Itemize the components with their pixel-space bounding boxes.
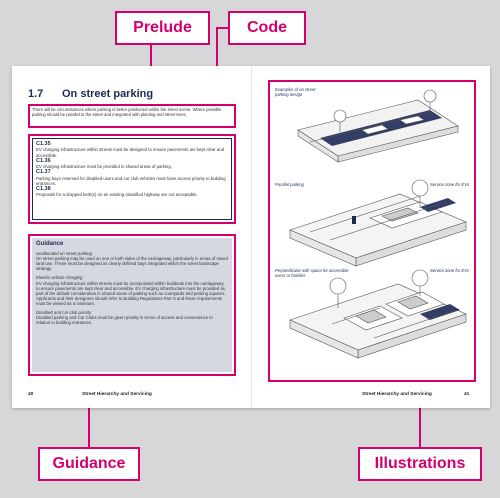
caption-service-zone-2: Service zone for EVs — [430, 268, 470, 273]
section-title: On street parking — [62, 88, 154, 100]
code-box: C1.35 EV charging infrastructure within … — [28, 134, 236, 224]
guidance-title: Guidance — [36, 241, 64, 247]
code-callout-label: Code — [247, 19, 287, 36]
code-text: Proposals for a dropped kerb(s) on an ex… — [36, 192, 198, 198]
caption-service-zone-1: Service zone for EVs — [430, 182, 470, 187]
prelude-callout-label: Prelude — [133, 19, 192, 36]
code-item: C1.38 Proposals for a dropped kerb(s) on… — [36, 186, 228, 198]
code-text: Parking bays reserved for disabled users… — [36, 175, 226, 186]
code-id: C1.35 — [36, 141, 51, 147]
right-page-number: 41 — [464, 392, 470, 397]
code-text: EV charging infrastructure within street… — [36, 147, 224, 158]
guidance-item-text: On street parking may be used on one or … — [36, 256, 228, 272]
code-id: C1.36 — [36, 157, 51, 164]
guidance-panel: Guidance Unallocated on street parking O… — [32, 238, 232, 372]
right-page: Examples of on street parking design Par… — [251, 66, 490, 408]
guidance-item-text: EV charging infrastructure within street… — [36, 280, 226, 306]
street-parking-illustrations — [289, 89, 467, 359]
guidance-callout: Guidance — [38, 447, 140, 481]
code-id: C1.38 — [36, 185, 51, 192]
guidance-item-text: Disabled parking and Car Clubs must be g… — [36, 315, 213, 326]
right-footer-title: Street Hierarchy and Servicing — [362, 392, 432, 397]
guidance-item-title: Electric vehicle charging — [36, 275, 83, 281]
document-spread: 1.7 On street parking There will be circu… — [12, 66, 490, 408]
prelude-text: There will be circumstances where parkin… — [32, 107, 222, 118]
guidance-item: Disabled and car club priority Disabled … — [36, 310, 228, 325]
guidance-item: Electric vehicle charging EV charging in… — [36, 275, 228, 306]
code-item: C1.35 EV charging infrastructure within … — [36, 141, 228, 158]
illustration-street — [297, 89, 459, 163]
guidance-item-title: Unallocated on street parking — [36, 251, 92, 257]
guidance-item: Unallocated on street parking On street … — [36, 251, 228, 271]
code-callout: Code — [228, 11, 306, 45]
illustrations-callout: Illustrations — [358, 447, 482, 481]
illustrations-callout-label: Illustrations — [374, 455, 466, 472]
code-id: C1.37 — [36, 169, 51, 176]
guidance-box: Guidance Unallocated on street parking O… — [28, 234, 236, 376]
illustration-parallel-parking — [289, 179, 467, 267]
illustration-perpendicular-parking — [289, 269, 467, 359]
code-list: C1.35 EV charging infrastructure within … — [32, 138, 232, 220]
left-page-number: 40 — [28, 392, 34, 397]
code-item: C1.36 EV charging infrastructure must be… — [36, 158, 228, 170]
guidance-item-title: Disabled and car club priority — [36, 310, 92, 316]
code-item: C1.37 Parking bays reserved for disabled… — [36, 169, 228, 186]
caption-examples: Examples of on street parking design — [275, 87, 316, 97]
caption-parallel: Parallel parking — [275, 182, 304, 187]
section-number: 1.7 — [28, 88, 44, 100]
prelude-callout: Prelude — [115, 11, 210, 45]
prelude-box: There will be circumstances where parkin… — [28, 104, 236, 128]
illustrations-box: Examples of on street parking design Par… — [268, 80, 476, 382]
section-heading: 1.7 On street parking — [28, 88, 238, 100]
left-page: 1.7 On street parking There will be circu… — [12, 66, 251, 408]
illustrations-leader — [419, 382, 421, 447]
caption-perpendicular: Perpendicular with space for accessible … — [275, 268, 349, 278]
left-footer-title: Street Hierarchy and Servicing — [82, 392, 152, 397]
guidance-callout-label: Guidance — [52, 455, 126, 472]
code-leader-h — [216, 27, 228, 29]
guidance-leader — [88, 388, 90, 447]
code-text: EV charging infrastructure must be provi… — [36, 164, 172, 169]
